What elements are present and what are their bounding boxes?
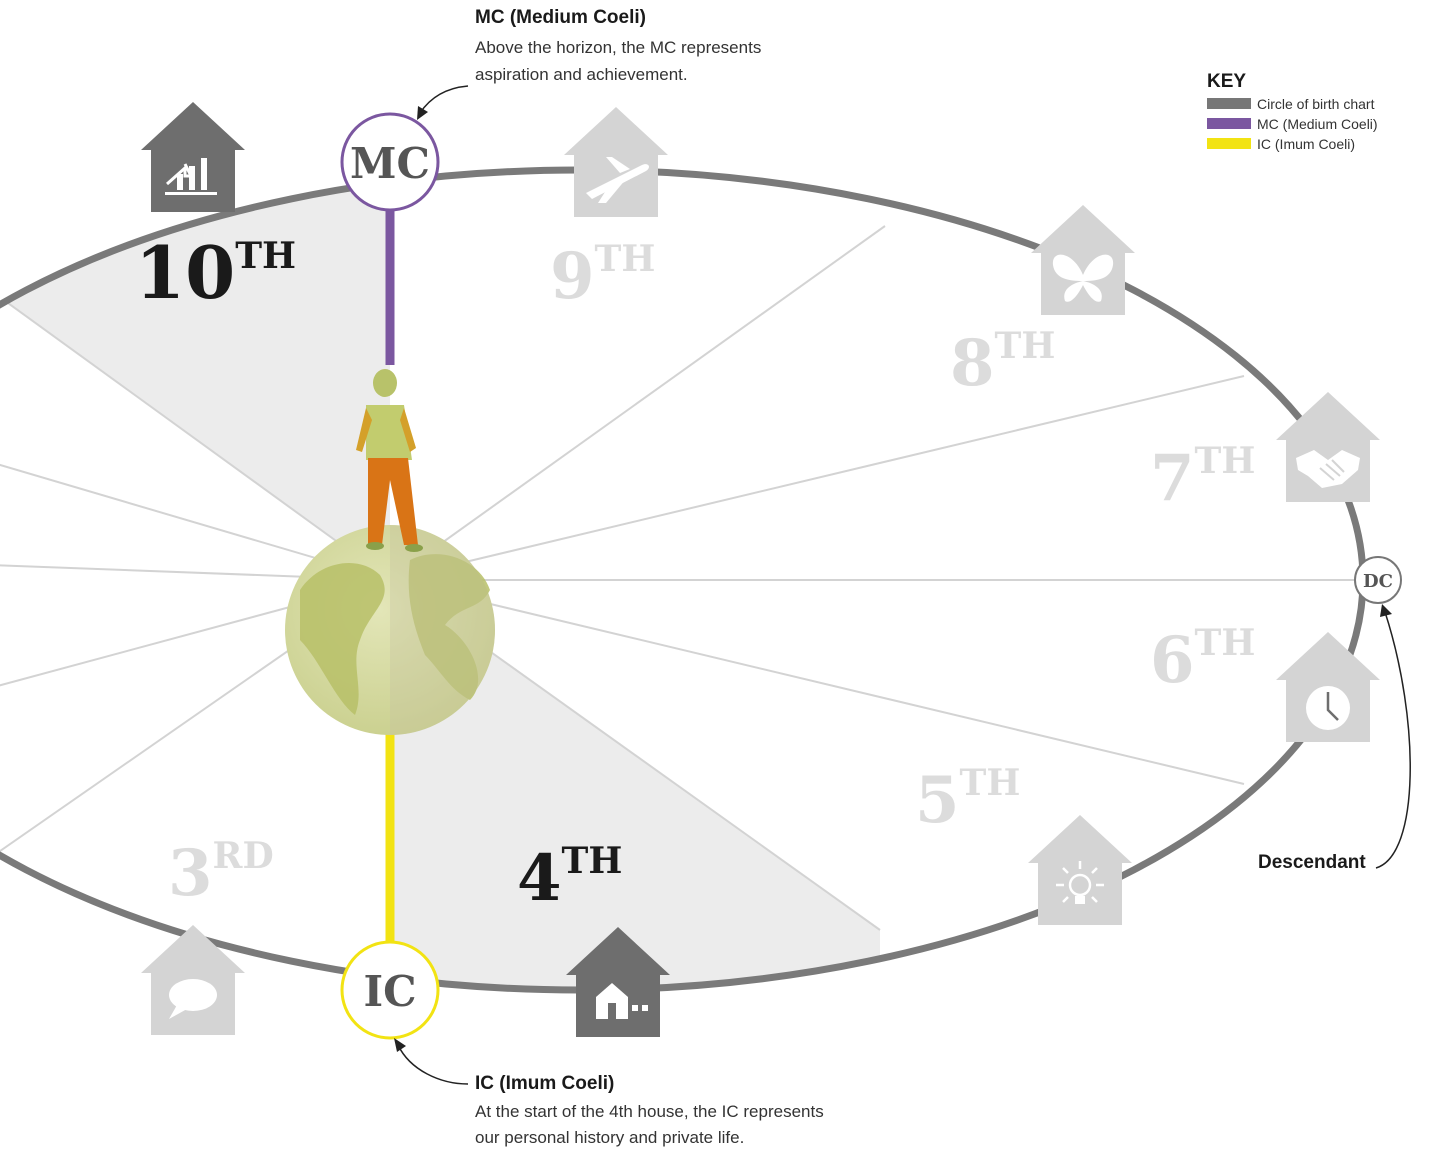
house-number-digit: 9 <box>550 239 595 314</box>
globe <box>285 525 495 735</box>
house-number-digit: 4 <box>517 841 562 916</box>
key-legend: KEY Circle of birth chart MC (Medium Coel… <box>1207 71 1378 152</box>
key-title: KEY <box>1207 71 1246 92</box>
descendant-label: Descendant <box>1258 852 1366 873</box>
ic-marker-label: IC <box>363 967 416 1016</box>
divider-line <box>389 579 1245 785</box>
ic-arrowhead <box>394 1038 406 1052</box>
house-number-suffix: TH <box>995 325 1056 367</box>
divider-line <box>0 289 391 581</box>
house-number-10: 10TH <box>135 230 296 315</box>
house-number-digit: 10 <box>135 230 235 315</box>
clock-icon <box>1306 686 1350 730</box>
descendant-arrow <box>1375 611 1411 869</box>
house-number-suffix: TH <box>562 840 623 882</box>
house-shape <box>1276 392 1380 502</box>
key-swatch <box>1207 118 1251 129</box>
house-number-suffix: TH <box>1195 440 1256 482</box>
house-number-6: 6TH <box>1150 622 1255 698</box>
person-figure <box>356 369 423 552</box>
house-number-5: 5TH <box>915 762 1020 838</box>
house-10-icon <box>141 102 245 212</box>
key-item-label: MC (Medium Coeli) <box>1257 116 1378 132</box>
mc-arrowhead <box>417 106 428 120</box>
house-number-3: 3RD <box>168 835 274 911</box>
house-number-digit: 5 <box>915 763 960 838</box>
ic-note-title: IC (Imum Coeli) <box>475 1073 614 1094</box>
house-number-suffix: TH <box>235 235 296 277</box>
house-number-4: 4TH <box>517 840 622 916</box>
ic-note-line: At the start of the 4th house, the IC re… <box>475 1102 824 1121</box>
fourth-house-sector <box>390 580 880 990</box>
speech-bubble-icon <box>169 979 217 1019</box>
divider-line <box>389 225 886 581</box>
house-7-icon <box>1276 392 1380 502</box>
divider-line <box>389 375 1245 581</box>
house-number-suffix: TH <box>1195 622 1256 664</box>
mc-note: MC (Medium Coeli) Above the horizon, the… <box>475 7 761 84</box>
house-4-icon <box>566 927 670 1037</box>
mc-note-title: MC (Medium Coeli) <box>475 7 646 28</box>
house-number-digit: 8 <box>950 326 995 401</box>
mc-arrow <box>419 85 469 114</box>
house-5-icon <box>1028 815 1132 925</box>
house-shape <box>1028 815 1132 925</box>
mc-marker: MC <box>340 112 440 212</box>
house-number-suffix: TH <box>960 762 1021 804</box>
mc-note-line: aspiration and achievement. <box>475 65 688 84</box>
house-number-suffix: RD <box>213 835 274 877</box>
butterfly-icon <box>1052 254 1114 302</box>
key-swatch <box>1207 138 1251 149</box>
ic-arrow <box>397 1044 469 1085</box>
mc-note-line: Above the horizon, the MC represents <box>475 38 761 57</box>
ic-marker: IC <box>340 940 440 1040</box>
house-6-icon <box>1276 632 1380 742</box>
handshake-icon <box>1296 450 1360 488</box>
house-number-digit: 7 <box>1150 441 1195 516</box>
house-3-icon <box>141 925 245 1035</box>
growth-chart-icon <box>165 158 217 195</box>
house-8-icon <box>1031 205 1135 315</box>
dc-marker-label: DC <box>1363 571 1393 592</box>
house-shape <box>141 102 245 212</box>
house-number-8: 8TH <box>950 325 1055 401</box>
key-item-label: IC (Imum Coeli) <box>1257 136 1355 152</box>
dc-marker: DC <box>1354 556 1402 604</box>
descendant-arrowhead <box>1380 604 1392 617</box>
house-number-digit: 6 <box>1150 623 1195 698</box>
house-9-icon <box>564 107 668 217</box>
ic-note: IC (Imum Coeli) At the start of the 4th … <box>475 1073 824 1147</box>
lightbulb-icon <box>1056 861 1104 904</box>
key-swatch <box>1207 98 1251 109</box>
airplane-icon <box>586 157 649 203</box>
arrowheads <box>394 106 1392 1052</box>
house-number-suffix: TH <box>595 238 656 280</box>
house-divider-lines <box>0 225 1363 931</box>
house-number-digit: 3 <box>168 836 213 911</box>
house-shape <box>1031 205 1135 315</box>
house-number-7: 7TH <box>1150 440 1255 516</box>
mc-marker-label: MC <box>350 139 430 188</box>
tenth-house-sector <box>0 170 390 580</box>
house-number-9: 9TH <box>550 238 655 314</box>
ic-note-line: our personal history and private life. <box>475 1128 744 1147</box>
key-item-label: Circle of birth chart <box>1257 96 1375 112</box>
home-icon <box>596 983 648 1019</box>
